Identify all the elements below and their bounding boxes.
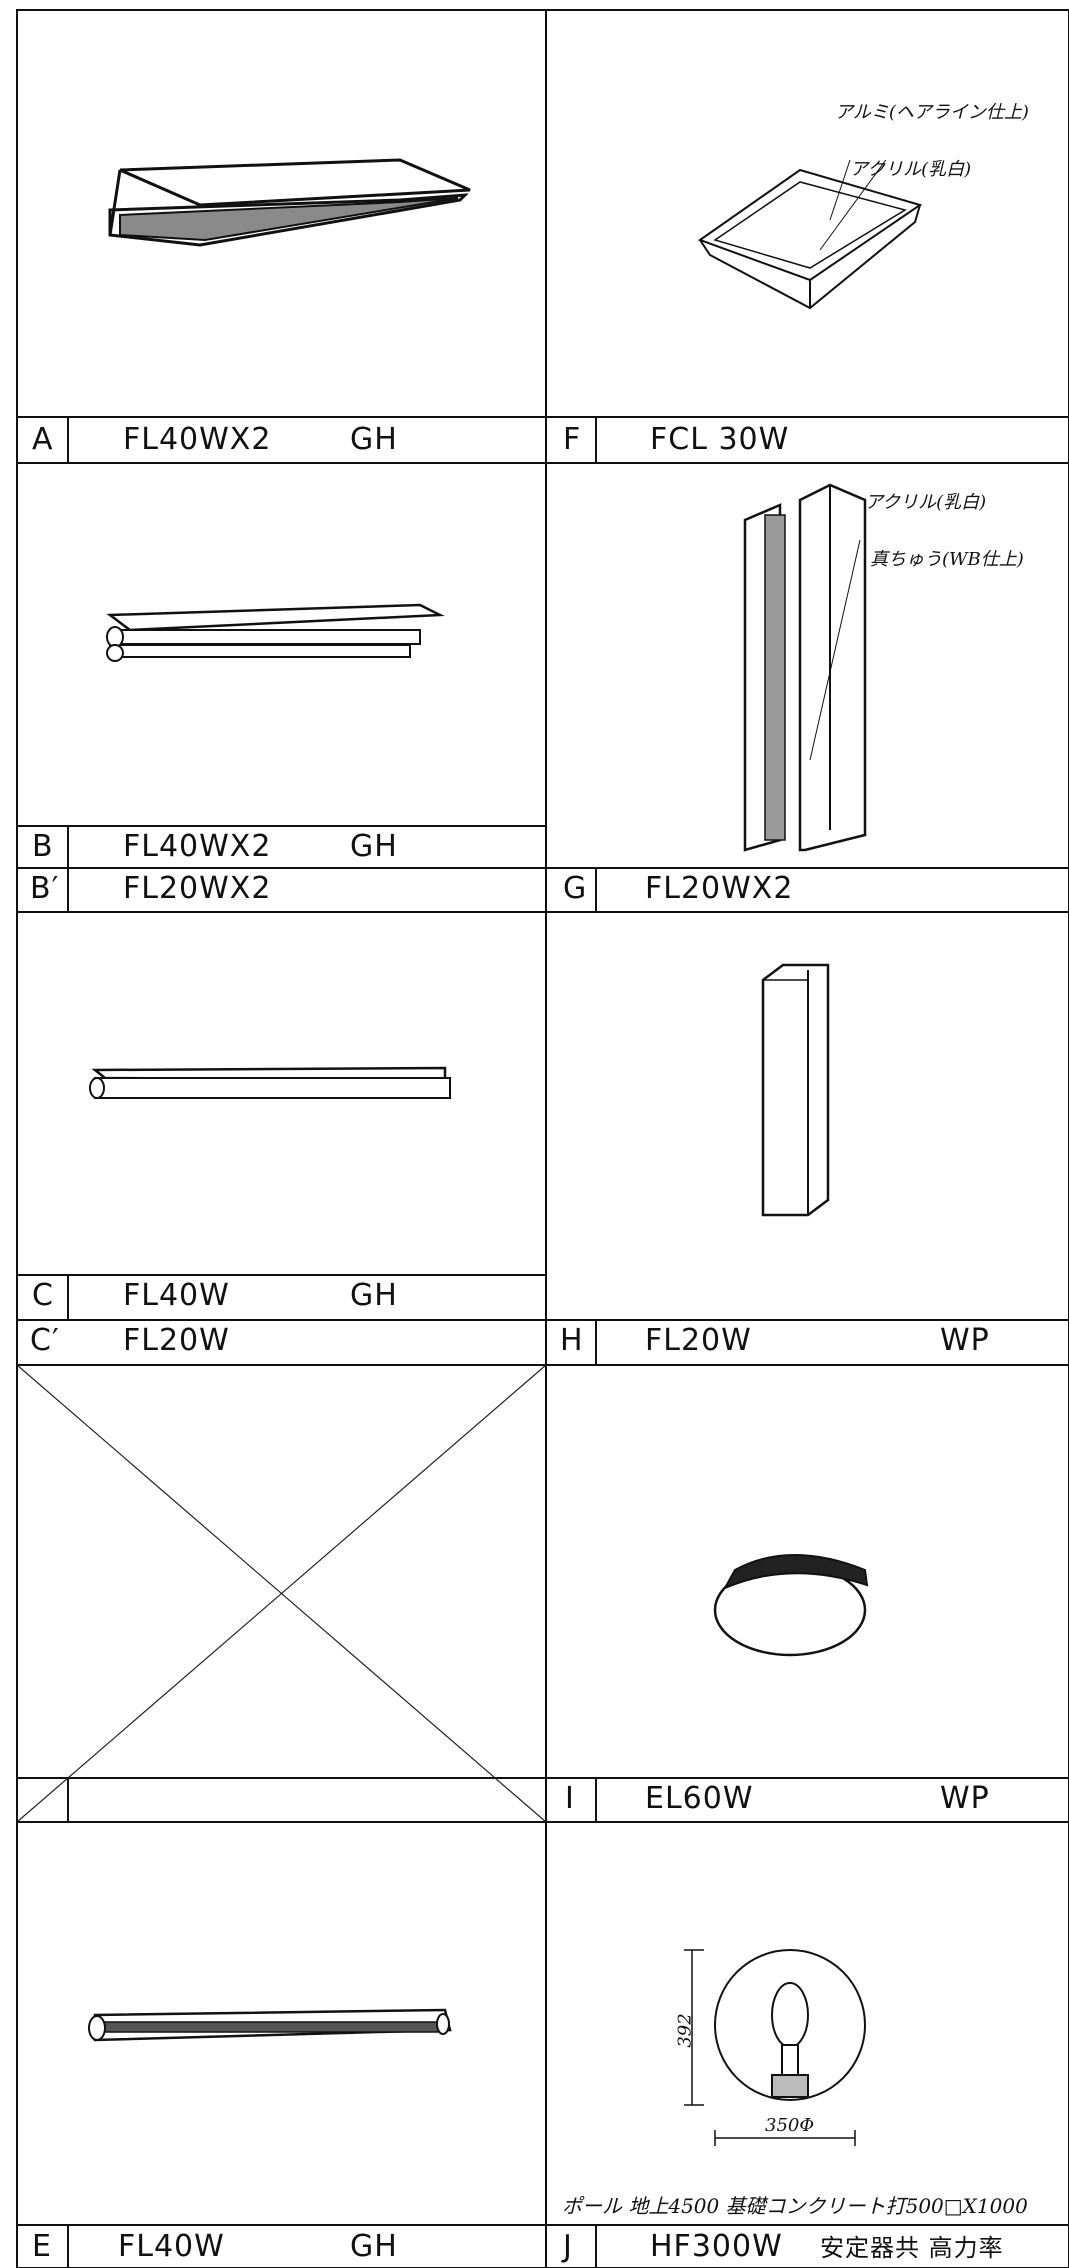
fixture-c-drawing bbox=[89, 1066, 451, 1099]
label-g-model: FL20WX2 bbox=[645, 871, 794, 906]
fixture-f-drawing bbox=[697, 160, 923, 310]
label-g-letter: G bbox=[563, 871, 588, 906]
label-a-type: GH bbox=[350, 422, 398, 457]
label-h-type: WP bbox=[940, 1323, 990, 1358]
fixture-b-drawing bbox=[106, 603, 445, 662]
label-b-model: FL40WX2 bbox=[123, 829, 272, 864]
label-i-model: EL60W bbox=[645, 1781, 754, 1816]
fixture-f-note-1: アルミ(ヘアライン仕上) bbox=[835, 102, 1029, 123]
label-f-model: FCL 30W bbox=[650, 422, 790, 457]
label-e-letter: E bbox=[32, 2229, 52, 2264]
label-e-type: GH bbox=[350, 2229, 398, 2264]
label-c-prime-model: FL20W bbox=[123, 1323, 230, 1358]
fixture-e-drawing bbox=[88, 2008, 452, 2042]
label-h-model: FL20W bbox=[645, 1323, 752, 1358]
label-a-letter: A bbox=[32, 422, 54, 457]
label-j-model: HF300W bbox=[650, 2229, 783, 2264]
label-e-model: FL40W bbox=[118, 2229, 225, 2264]
fixture-j-dim-height: 392 bbox=[674, 2013, 696, 2048]
label-b-prime-model: FL20WX2 bbox=[123, 871, 272, 906]
label-b-letter: B bbox=[32, 829, 54, 864]
fixture-g-note-2: 真ちゅう(WB仕上) bbox=[870, 549, 1024, 570]
fixture-i-drawing bbox=[713, 1554, 869, 1657]
fixture-j-drawing bbox=[684, 1949, 866, 2146]
label-b-prime-letter: B′ bbox=[30, 871, 60, 906]
fixture-j-pole-note: ポール 地上4500 基礎コンクリート打500□X1000 bbox=[562, 2194, 1028, 2218]
fixture-a-drawing bbox=[108, 158, 471, 247]
fixture-j-dim-width: 350Φ bbox=[765, 2115, 815, 2136]
label-f-letter: F bbox=[563, 422, 582, 457]
label-c-model: FL40W bbox=[123, 1278, 230, 1313]
label-c-prime-letter: C′ bbox=[30, 1323, 60, 1358]
label-a-model: FL40WX2 bbox=[123, 422, 272, 457]
fixture-f-note-2: アクリル(乳白) bbox=[850, 159, 972, 180]
label-h-letter: H bbox=[560, 1323, 584, 1358]
fixture-h-drawing bbox=[761, 963, 830, 1217]
label-c-letter: C bbox=[32, 1278, 54, 1313]
label-i-letter: I bbox=[565, 1781, 575, 1816]
label-c-type: GH bbox=[350, 1278, 398, 1313]
label-i-type: WP bbox=[940, 1781, 990, 1816]
fixture-g-drawing bbox=[743, 483, 867, 852]
label-j-letter: J bbox=[563, 2229, 573, 2264]
label-j-extra: 安定器共 高力率 bbox=[820, 2234, 1004, 2262]
fixture-g-note-1: アクリル(乳白) bbox=[865, 492, 987, 513]
label-b-type: GH bbox=[350, 829, 398, 864]
